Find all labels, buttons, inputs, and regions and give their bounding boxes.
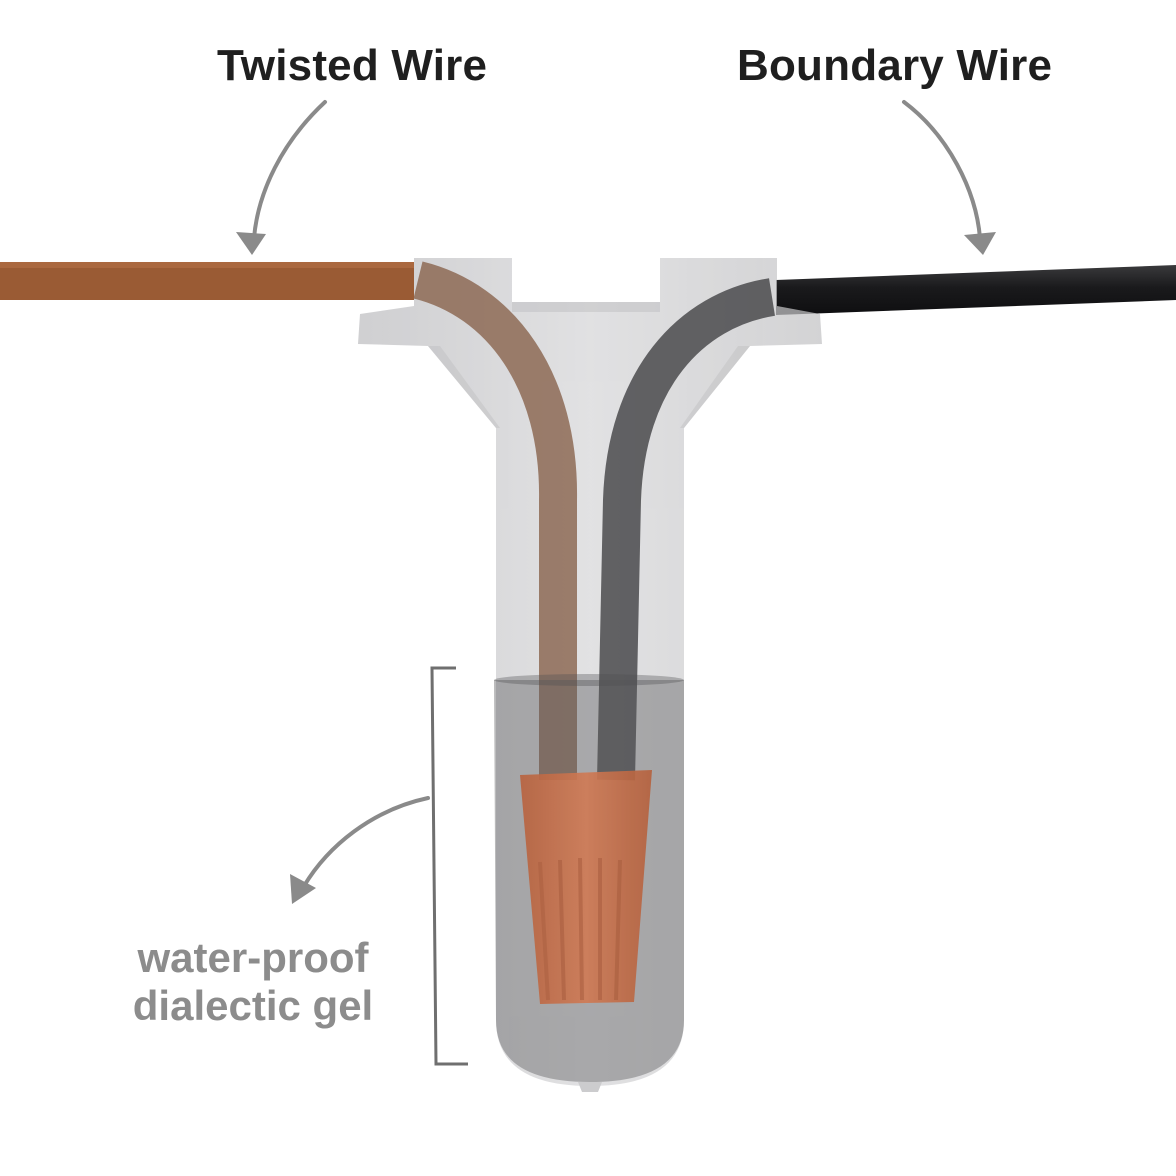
- curved-arrow-down-icon: [236, 100, 327, 255]
- twisted-wire: [0, 262, 414, 300]
- gel-bracket-icon: [430, 666, 468, 1066]
- gel-surface: [494, 674, 684, 686]
- gel-label: water-proof dialectic gel: [112, 934, 394, 1030]
- wire-nut: [520, 770, 652, 1004]
- boundary-wire: [776, 265, 1176, 315]
- boundary-wire-label: Boundary Wire: [737, 41, 1053, 90]
- gel-label-line2: dialectic gel: [132, 982, 374, 1029]
- gel-label-line1: water-proof: [137, 934, 369, 981]
- boundary-wire-inner: [597, 278, 776, 781]
- twisted-wire-label: Twisted Wire: [217, 41, 488, 90]
- curved-arrow-down-left-icon: [290, 796, 430, 904]
- connector-body: [358, 258, 822, 1092]
- curved-arrow-down-icon: [902, 100, 996, 255]
- twisted-wire-inner: [412, 261, 578, 780]
- twisted-wire-highlight: [0, 262, 414, 268]
